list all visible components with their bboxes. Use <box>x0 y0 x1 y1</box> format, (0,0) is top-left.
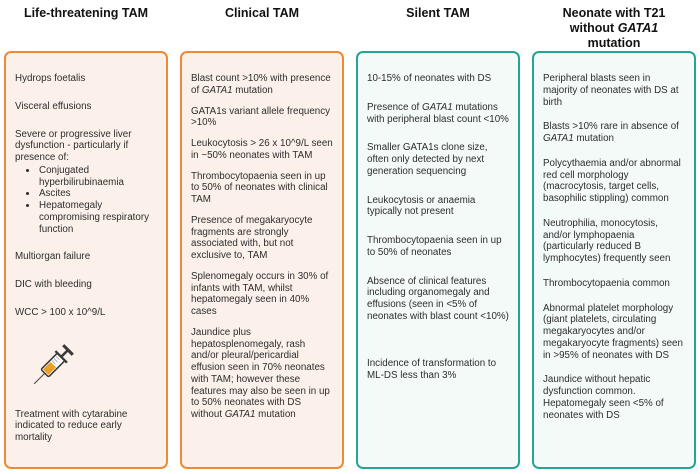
text-item: Severe or progressive liver dysfunction … <box>15 129 157 236</box>
bullet-item: Conjugated hyperbilirubinaemia <box>38 165 157 189</box>
text-segment: Ascites <box>39 188 71 200</box>
text-segment: Leukocytosis > 26 x 10^9/L seen in ~50% … <box>191 138 333 161</box>
text-segment: Presence of <box>367 101 423 113</box>
gene-name-italic: GATA1 <box>422 101 453 113</box>
text-item: Blast count >10% with presence of GATA1 … <box>191 73 333 97</box>
text-segment: mutation <box>255 409 296 420</box>
text-item: Visceral effusions <box>15 101 157 113</box>
text-segment: Thrombocytopaenia seen in up to 50% of n… <box>191 170 328 206</box>
text-segment: GATA1s variant allele frequency >10% <box>191 105 331 129</box>
text-segment: Hydrops foetalis <box>15 73 86 84</box>
gene-name-italic: GATA1 <box>224 409 256 420</box>
text-segment: Splenomegaly occurs in 30% of infants wi… <box>191 270 329 317</box>
text-segment: Presence of megakaryocyte fragments are … <box>191 214 313 261</box>
column-title: Life-threatening TAM <box>4 5 168 51</box>
text-segment: mutations with peripheral blast count <1… <box>367 101 509 125</box>
text-item: Presence of megakaryocyte fragments are … <box>191 215 333 262</box>
bullet-item: Hepatomegaly compromising respiratory fu… <box>38 200 157 235</box>
text-segment: Absence of clinical features including o… <box>367 275 509 322</box>
text-item: WCC > 100 x 10^9/L <box>15 307 157 319</box>
bullet-item: Ascites <box>38 188 157 200</box>
text-segment: Abnormal platelet morphology (giant plat… <box>543 302 683 361</box>
text-segment: Peripheral blasts seen in majority of ne… <box>543 73 679 108</box>
text-item: 10-15% of neonates with DS <box>367 73 509 85</box>
text-item: Polycythaemia and/or abnormal red cell m… <box>543 158 685 205</box>
text-segment: Neonate with T21 <box>562 6 666 20</box>
gene-name-italic: GATA1 <box>543 133 574 144</box>
bullet-list: Conjugated hyperbilirubinaemiaAscitesHep… <box>15 165 157 236</box>
text-item: Incidence of transformation to ML-DS les… <box>367 358 509 382</box>
text-item: Abnormal platelet morphology (giant plat… <box>543 303 685 362</box>
text-segment: Thrombocytopaenia seen in up to 50% of n… <box>367 235 502 258</box>
text-item: Thrombocytopaenia seen in up to 50% of n… <box>367 235 509 259</box>
column-title: Silent TAM <box>356 5 520 51</box>
text-item: Smaller GATA1s clone size, often only de… <box>367 142 509 177</box>
text-item: Jaundice plus hepatosplenomegaly, rash a… <box>191 327 333 421</box>
text-item: Treatment with cytarabine indicated to r… <box>15 409 157 444</box>
text-segment: Smaller GATA1s clone size, often only de… <box>367 142 488 177</box>
text-item: Peripheral blasts seen in majority of ne… <box>543 73 685 108</box>
text-segment: Neutrophilia, monocytosis, and/or lympho… <box>543 217 671 264</box>
text-item: Absence of clinical features including o… <box>367 276 509 323</box>
text-segment: Clinical TAM <box>224 6 300 20</box>
text-segment: Jaundice plus hepatosplenomegaly, rash a… <box>191 326 330 420</box>
gene-name-italic: GATA1 <box>617 20 659 35</box>
text-item: Thrombocytopaenia common <box>543 278 685 290</box>
text-item: Thrombocytopaenia seen in up to 50% of n… <box>191 171 333 206</box>
column-silent-tam: Silent TAM 10-15% of neonates with DS Pre… <box>356 5 520 469</box>
text-item: Leukocytosis > 26 x 10^9/L seen in ~50% … <box>191 138 333 162</box>
gene-name-italic: GATA1 <box>201 84 233 96</box>
text-item: Leukocytosis or anaemia typically not pr… <box>367 195 509 219</box>
text-segment: mutation <box>587 35 641 50</box>
text-segment: Blasts >10% rare in absence of <box>543 121 679 133</box>
text-item: Presence of GATA1 mutations with periphe… <box>367 102 509 126</box>
text-item: Splenomegaly occurs in 30% of infants wi… <box>191 271 333 318</box>
text-segment: without <box>569 20 618 35</box>
column-box: Peripheral blasts seen in majority of ne… <box>532 51 696 469</box>
text-segment: mutation <box>232 84 273 96</box>
text-segment: Treatment with cytarabine indicated to r… <box>15 408 128 444</box>
text-item: Hydrops foetalis <box>15 73 157 85</box>
text-segment: Silent TAM <box>406 6 470 20</box>
text-segment: DIC with bleeding <box>15 279 92 290</box>
text-segment: Polycythaemia and/or abnormal red cell m… <box>543 157 681 204</box>
text-segment: Blast count >10% with presence of <box>191 73 331 96</box>
text-segment: Severe or progressive liver dysfunction … <box>15 128 132 164</box>
text-segment: Leukocytosis or anaemia typically not pr… <box>367 194 476 218</box>
column-title: Clinical TAM <box>180 5 344 51</box>
text-item: DIC with bleeding <box>15 279 157 291</box>
syringe-icon-wrap <box>25 335 157 393</box>
text-segment: 10-15% of neonates with DS <box>367 73 492 84</box>
text-segment: Thrombocytopaenia common <box>543 277 670 289</box>
text-segment: Life-threatening TAM <box>23 6 149 20</box>
text-item: Multiorgan failure <box>15 251 157 263</box>
column-clinical-tam: Clinical TAM Blast count >10% with prese… <box>180 5 344 469</box>
text-item: Jaundice without hepatic dysfunction com… <box>543 374 685 421</box>
text-segment: Conjugated hyperbilirubinaemia <box>39 164 124 188</box>
column-box: Blast count >10% with presence of GATA1 … <box>180 51 344 469</box>
text-item: Blasts >10% rare in absence of GATA1 mut… <box>543 121 685 145</box>
text-segment: Multiorgan failure <box>15 251 91 263</box>
text-segment: Visceral effusions <box>15 100 92 112</box>
text-segment: Jaundice without hepatic dysfunction com… <box>543 374 664 421</box>
column-box: 10-15% of neonates with DS Presence of GA… <box>356 51 520 469</box>
text-segment: Incidence of transformation to ML-DS les… <box>367 358 497 381</box>
text-segment: WCC > 100 x 10^9/L <box>15 306 106 318</box>
text-segment: mutation <box>573 133 614 144</box>
text-item: Neutrophilia, monocytosis, and/or lympho… <box>543 218 685 265</box>
syringe-icon <box>33 343 74 384</box>
text-item: GATA1s variant allele frequency >10% <box>191 106 333 130</box>
text-segment: Hepatomegaly compromising respiratory fu… <box>39 200 149 235</box>
